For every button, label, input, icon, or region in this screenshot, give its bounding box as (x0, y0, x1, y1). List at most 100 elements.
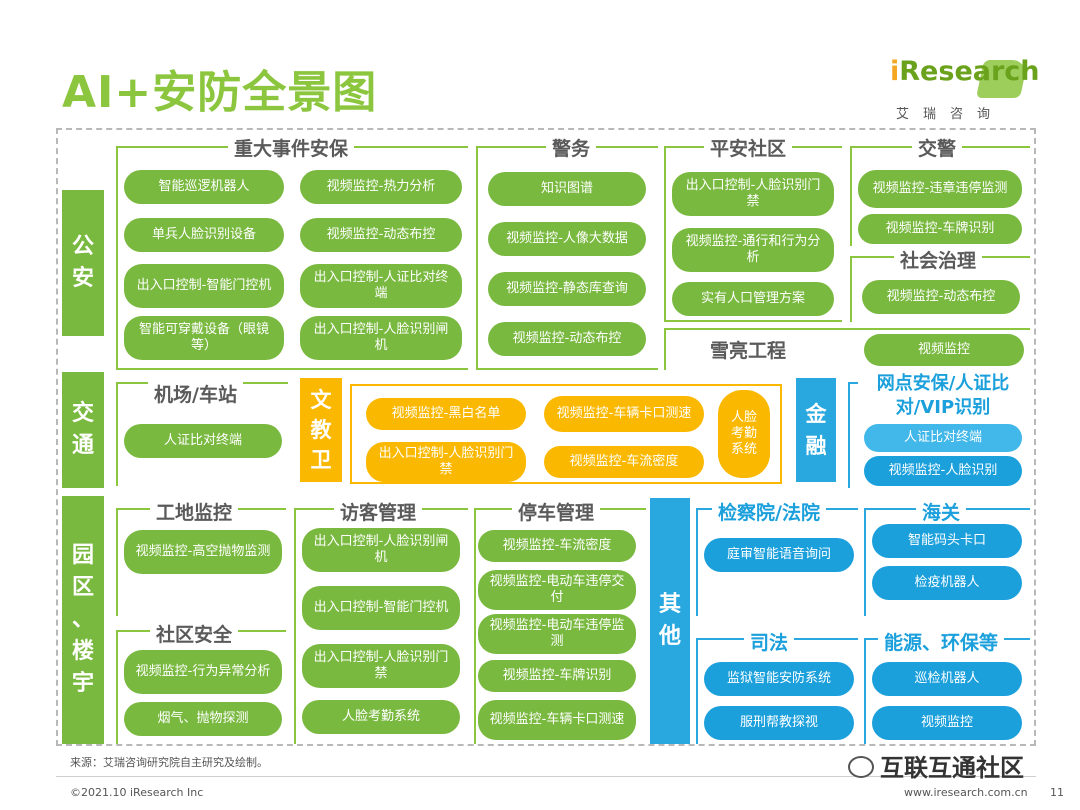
item-tingche-1: 视频监控-电动车违停交付 (478, 570, 636, 610)
section-title-gongdi: 工地监控 (150, 498, 239, 525)
sec-line (664, 146, 666, 322)
item-tingche-4: 视频监控-车辆卡口测速 (478, 700, 636, 740)
section-title-zhongda: 重大事件安保 (228, 134, 355, 161)
sec-line (864, 638, 866, 744)
item-nengyuan-0: 巡检机器人 (872, 662, 1022, 696)
item-jianchayuan-0: 庭审智能语音询问 (704, 538, 854, 572)
item-pingan-1: 视频监控-通行和行为分析 (672, 228, 834, 272)
item-zhongda-1: 视频监控-热力分析 (300, 170, 462, 204)
item-tingche-3: 视频监控-车牌识别 (478, 660, 636, 692)
sec-line (864, 508, 866, 616)
sec-line (664, 328, 666, 370)
item-pingan-2: 实有人口管理方案 (672, 282, 834, 316)
item-wenjiao-3: 出入口控制-人脸识别门禁 (366, 442, 526, 482)
item-wenjiao-2: 人脸考勤系统 (718, 390, 770, 478)
watermark: 互联互通社区 (880, 754, 1024, 782)
item-gongdi-0: 视频监控-高空抛物监测 (124, 530, 282, 574)
section-title-sifa: 司法 (744, 628, 795, 655)
section-title-shequ: 社区安全 (150, 620, 239, 647)
sec-line (664, 328, 1030, 330)
item-jichang-0: 人证比对终端 (124, 424, 282, 458)
sec-line (116, 146, 118, 370)
logo-research: Research (899, 56, 1040, 87)
item-xueliang-0: 视频监控 (864, 334, 1024, 366)
sidebar-jinrong: 金 融 (796, 378, 836, 482)
item-jiaojing-0: 视频监控-违章违停监测 (858, 170, 1022, 208)
item-tingche-2: 视频监控-电动车违停监测 (478, 614, 636, 654)
sidebar-gongan: 公 安 (62, 190, 104, 336)
item-sifa-1: 服刑帮教探视 (704, 706, 854, 740)
item-zhongda-2: 单兵人脸识别设备 (124, 218, 284, 252)
sec-line (294, 508, 296, 744)
logo-subtitle: 艾瑞咨询 (896, 107, 1005, 122)
item-wenjiao-4: 视频监控-车流密度 (544, 446, 704, 478)
iresearch-logo: iResearch (890, 56, 1040, 100)
item-pingan-0: 出入口控制-人脸识别门禁 (672, 172, 834, 216)
sec-line (116, 368, 468, 370)
sec-line (116, 630, 118, 744)
logo-i: i (890, 56, 900, 87)
sec-line (476, 146, 478, 370)
item-tingche-0: 视频监控-车流密度 (478, 530, 636, 562)
item-jiaojing-1: 视频监控-车牌识别 (858, 214, 1022, 244)
source-note: 来源：艾瑞咨询研究院自主研究及绘制。 (70, 756, 268, 769)
section-title-jiaojing: 交警 (912, 134, 963, 161)
item-fangke-1: 出入口控制-智能门控机 (302, 586, 460, 630)
item-wangdian-0: 人证比对终端 (864, 424, 1022, 452)
item-fangke-2: 出入口控制-人脸识别门禁 (302, 644, 460, 688)
sidebar-jiaotong: 交 通 (62, 372, 104, 488)
item-sifa-0: 监狱智能安防系统 (704, 662, 854, 696)
section-title-jingwu: 警务 (546, 134, 597, 161)
copyright: ©2021.10 iResearch Inc (70, 786, 204, 799)
section-title-xueliang: 雪亮工程 (710, 340, 787, 362)
item-haiguan-1: 检疫机器人 (872, 566, 1022, 600)
sec-line (696, 638, 698, 744)
sec-line (850, 146, 852, 246)
item-wenjiao-0: 视频监控-黑白名单 (366, 398, 526, 430)
sidebar-qita: 其 他 (650, 498, 690, 744)
item-zhongda-4: 出入口控制-智能门控机 (124, 264, 284, 308)
page-number: 11 (1050, 786, 1064, 799)
sec-line (848, 382, 850, 488)
item-shequ-1: 烟气、抛物探测 (124, 702, 282, 736)
section-title-nengyuan: 能源、环保等 (878, 628, 1005, 655)
section-title-haiguan: 海关 (916, 498, 967, 525)
sec-line (850, 256, 852, 322)
item-zhongda-0: 智能巡逻机器人 (124, 170, 284, 204)
sidebar-wenjiaowei: 文 教 卫 (300, 378, 342, 482)
item-fangke-0: 出入口控制-人脸识别闸机 (302, 528, 460, 572)
sec-line (780, 384, 782, 484)
sec-line (476, 368, 658, 370)
item-shequ-0: 视频监控-行为异常分析 (124, 650, 282, 694)
item-zhongda-6: 智能可穿戴设备（眼镜等） (124, 316, 284, 360)
section-title-pingan: 平安社区 (704, 134, 793, 161)
sec-line (116, 508, 118, 616)
section-title-jichang: 机场/车站 (148, 380, 243, 407)
sec-line (116, 382, 118, 486)
item-zhongda-3: 视频监控-动态布控 (300, 218, 462, 252)
diagram-frame (56, 128, 1036, 746)
wechat-icon (848, 756, 874, 778)
section-title-tingche: 停车管理 (512, 498, 601, 525)
sec-line (350, 384, 352, 484)
sec-line (350, 482, 782, 484)
sec-line (664, 320, 842, 322)
item-wenjiao-1: 视频监控-车辆卡口测速 (544, 396, 704, 432)
sidebar-yuanqu: 园 区 、 楼 宇 (62, 496, 104, 744)
section-title-wangdian: 网点安保/人证比对/VIP识别 (858, 372, 1028, 420)
footer-divider (56, 776, 1036, 777)
item-jingwu-2: 视频监控-静态库查询 (488, 272, 646, 306)
sec-line (350, 384, 782, 386)
footer-site: www.iresearch.com.cn (904, 786, 1028, 799)
page-title: AI+安防全景图 (62, 67, 378, 118)
item-nengyuan-1: 视频监控 (872, 706, 1022, 740)
item-zhongda-7: 出入口控制-人脸识别闸机 (300, 316, 462, 360)
section-title-shehui: 社会治理 (894, 246, 983, 273)
item-haiguan-0: 智能码头卡口 (872, 524, 1022, 558)
item-wangdian-1: 视频监控-人脸识别 (864, 456, 1022, 486)
section-title-jianchayuan: 检察院/法院 (712, 498, 826, 525)
item-fangke-3: 人脸考勤系统 (302, 700, 460, 734)
item-shehui-0: 视频监控-动态布控 (862, 280, 1020, 314)
section-title-fangke: 访客管理 (334, 498, 423, 525)
item-jingwu-1: 视频监控-人像大数据 (488, 222, 646, 256)
